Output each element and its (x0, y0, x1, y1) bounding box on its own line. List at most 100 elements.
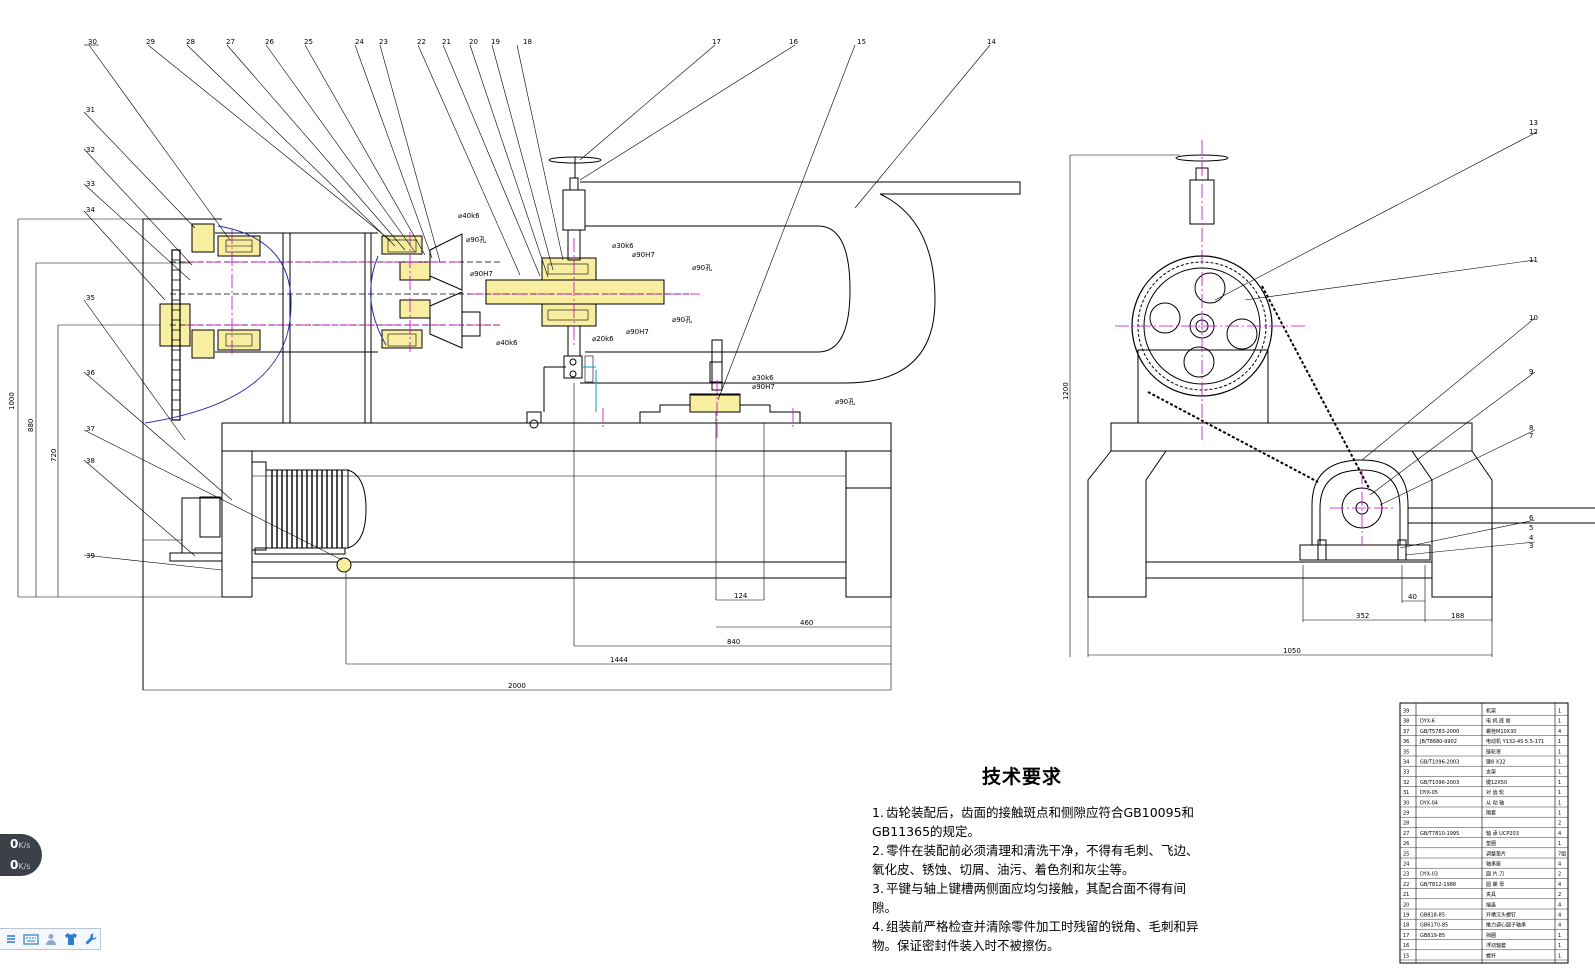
dim-1200: 1200 (1062, 382, 1070, 400)
bom-no: 34 (1403, 760, 1409, 766)
part-number-36: 36 (86, 369, 95, 377)
bom-qty: 7组 (1558, 850, 1566, 857)
bom-no: 32 (1403, 780, 1409, 786)
callout-d90-low: ⌀90孔 (672, 316, 692, 324)
bom-qty: 1 (1558, 800, 1561, 806)
bom-no: 29 (1403, 811, 1409, 817)
tech-item-4: 4.组装前严格检查并清除零件加工时残留的锐角、毛刺和异物。保证密封件装入时不被擦… (872, 919, 1199, 953)
bom-code: GB/T812-1988 (1420, 882, 1456, 888)
part-number-37: 37 (86, 425, 95, 433)
bom-code: DYX-03 (1420, 872, 1438, 878)
bom-code: DYX-05 (1420, 790, 1438, 796)
part-number-5: 5 (1529, 524, 1533, 532)
bom-no: 20 (1403, 902, 1409, 908)
shirt-icon[interactable] (63, 930, 80, 948)
keyboard-icon[interactable] (22, 930, 39, 948)
dim-188: 188 (1451, 612, 1464, 620)
part-number-6: 6 (1529, 514, 1534, 522)
part-number-24: 24 (355, 38, 364, 46)
bom-no: 19 (1403, 913, 1409, 919)
bom-code: GB/T1096-2003 (1420, 780, 1459, 786)
part-number-9: 9 (1529, 368, 1533, 376)
bom-no: 24 (1403, 862, 1409, 868)
bom-qty: 4 (1558, 913, 1561, 919)
bom-name: 轴承座 (1486, 861, 1501, 868)
part-number-7: 7 (1529, 432, 1533, 440)
bom-no: 27 (1403, 831, 1409, 837)
bom-name: 链轮罩 (1486, 748, 1501, 755)
callout-d20k6: ⌀20k6 (592, 335, 614, 343)
bom-qty: 2 (1558, 872, 1561, 878)
tech-item-2: 2.零件在装配前必须清理和清洗干净，不得有毛刺、飞边、氧化皮、锈蚀、切屑、油污、… (872, 843, 1199, 877)
bom-name: 端盖 (1486, 901, 1496, 908)
bom-qty: 4 (1558, 862, 1561, 868)
bom-no: 21 (1403, 892, 1409, 898)
part-number-16: 16 (789, 38, 798, 46)
part-number-4: 4 (1529, 534, 1534, 542)
bom-name: 隔套 (1486, 810, 1496, 817)
bom-name: 从 动 轴 (1486, 799, 1504, 806)
bom-name: 轴 承 UCP203 (1486, 830, 1519, 837)
part-number-39: 39 (86, 552, 95, 560)
tech-item-3: 3.平键与轴上键槽两侧面应均匀接触，其配合面不得有间隙。 (872, 881, 1187, 915)
part-number-34: 34 (86, 206, 95, 214)
part-number-13: 13 (1529, 119, 1538, 127)
dim-2000: 2000 (508, 682, 526, 690)
bom-name: 挡圈 (1486, 932, 1496, 939)
bom-code: GB/T5783-2000 (1420, 729, 1459, 735)
part-number-10: 10 (1529, 314, 1538, 322)
bom-qty: 2 (1558, 821, 1561, 827)
dim-1444: 1444 (610, 656, 628, 664)
dim-720: 720 (50, 449, 58, 462)
callout-d90-mid: ⌀90孔 (692, 264, 712, 272)
dim-840: 840 (727, 638, 740, 646)
wrench-icon[interactable] (83, 930, 100, 948)
bom-no: 28 (1403, 821, 1409, 827)
bom-name: 对 齿 轮 (1486, 789, 1504, 796)
bom-no: 36 (1403, 739, 1409, 745)
part-number-20: 20 (469, 38, 478, 46)
part-number-33: 33 (86, 180, 95, 188)
callout-d40k6-low: ⌀40k6 (496, 339, 518, 347)
callout-d90-b: ⌀90孔 (835, 398, 855, 406)
menu-icon[interactable] (2, 930, 19, 948)
bom-qty: 1 (1558, 811, 1561, 817)
dim-124: 124 (734, 592, 748, 600)
bom-name: 螺杆 (1486, 952, 1496, 959)
part-number-15: 15 (857, 38, 866, 46)
bom-name: 夹具 (1486, 891, 1496, 898)
part-number-22: 22 (417, 38, 426, 46)
callout-d30k6-b: ⌀30k6 (752, 374, 774, 382)
callout-d40k6-top: ⌀40k6 (458, 212, 480, 220)
callout-d30k6: ⌀30k6 (612, 242, 634, 250)
network-speed-widget[interactable]: 0K/s 0K/s (0, 834, 42, 876)
part-number-18: 18 (523, 38, 532, 46)
tech-requirements: 技术要求 1.齿轮装配后，齿面的接触斑点和侧隙应符合GB10095和GB1136… (872, 762, 1202, 955)
part-number-17: 17 (712, 38, 721, 46)
bom-qty: 1 (1558, 953, 1561, 959)
bom-qty: 1 (1558, 760, 1561, 766)
bom-no: 30 (1403, 800, 1409, 806)
bom-no: 22 (1403, 882, 1409, 888)
bom-qty: 4 (1558, 729, 1561, 735)
frame-side-top (1110, 422, 1473, 452)
bom-code: GB/T7810-1995 (1420, 831, 1459, 837)
bom-qty: 4 (1558, 831, 1561, 837)
part-number-11: 11 (1529, 256, 1538, 264)
part-number-14: 14 (987, 38, 996, 46)
download-speed: 0K/s (10, 858, 31, 872)
callout-d90H7-mid: ⌀90H7 (632, 251, 655, 259)
bom-no: 15 (1403, 953, 1409, 959)
tech-title: 技术要求 (982, 766, 1063, 788)
user-icon[interactable] (42, 930, 59, 948)
callout-d90H7-low: ⌀90H7 (626, 328, 649, 336)
bom-qty: 1 (1558, 709, 1561, 715)
part-number-12: 12 (1529, 128, 1538, 136)
bom-no: 23 (1403, 872, 1409, 878)
bom-qty: 1 (1558, 933, 1561, 939)
bom-qty: 4 (1558, 882, 1561, 888)
bom-name: 推力调心圆子轴承 (1486, 922, 1526, 929)
part-number-31: 31 (86, 106, 95, 114)
c-frame-arm (580, 181, 1021, 384)
